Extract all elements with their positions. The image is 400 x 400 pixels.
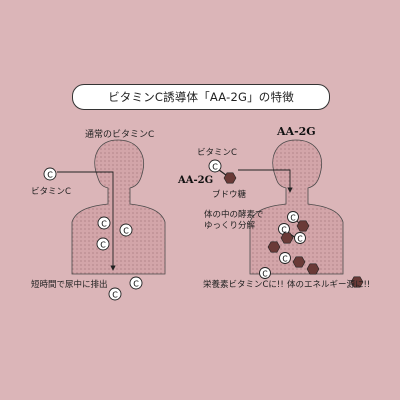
left-heading: 通常のビタミンC (85, 130, 155, 140)
left-vitamin-label: ビタミンC (31, 187, 71, 197)
title-text: ビタミンC誘導体「AA-2G」の特徴 (108, 90, 294, 104)
vitamin-c-molecule: C (279, 252, 291, 264)
right-body-silhouette (249, 139, 344, 275)
glucose-molecule (296, 220, 310, 232)
svg-text:C: C (281, 225, 286, 234)
vitamin-c-molecule: C (108, 287, 122, 301)
glucose-molecule (267, 241, 281, 253)
svg-text:C: C (290, 213, 295, 222)
nutrient-label: 栄養素ビタミンCに!! (203, 280, 284, 290)
svg-text:C: C (282, 254, 287, 263)
glucose-label: ブドウ糖 (212, 190, 247, 200)
glucose-molecule (350, 276, 364, 288)
vitamin-c-molecule: C (294, 232, 306, 244)
glucose-molecule (280, 232, 294, 244)
right-heading: AA-2G (277, 125, 316, 138)
title-banner: ビタミンC誘導体「AA-2G」の特徴 (72, 84, 330, 110)
svg-text:C: C (112, 291, 118, 300)
left-body-silhouette (71, 139, 166, 275)
right-intake-arrow (238, 169, 293, 193)
vitamin-c-molecule: C (259, 267, 271, 279)
svg-text:C: C (297, 234, 302, 243)
svg-text:C: C (262, 269, 267, 278)
vitamin-c-molecule: C (119, 223, 133, 237)
vitamin-c-molecule: C (287, 211, 299, 223)
svg-text:C: C (133, 280, 139, 289)
energy-label: 体のエネルギー源に!! (287, 280, 371, 290)
svg-text:C: C (212, 163, 218, 172)
enzyme-label-line2: ゆっくり分解 (204, 221, 256, 231)
left-intake-arrow (57, 171, 116, 271)
glucose-molecule (223, 172, 237, 184)
svg-text:C: C (100, 241, 106, 250)
glucose-molecule (306, 263, 320, 275)
vitamin-c-molecule: C (129, 276, 143, 290)
svg-text:C: C (123, 227, 129, 236)
svg-text:C: C (47, 171, 53, 180)
vitamin-c-molecule: C (43, 167, 57, 181)
vitamin-c-molecule: C (96, 237, 110, 251)
vitamin-c-molecule: C (97, 216, 111, 230)
enzyme-label-line1: 体の中の酵素で (204, 210, 264, 220)
svg-text:C: C (101, 220, 107, 229)
vitamin-c-molecule: C (208, 159, 222, 173)
compound-label: AA-2G (178, 175, 214, 186)
glucose-molecule (292, 256, 306, 268)
excretion-label: 短時間で尿中に排出 (31, 280, 108, 290)
right-vitamin-label: ビタミンC (197, 148, 237, 158)
